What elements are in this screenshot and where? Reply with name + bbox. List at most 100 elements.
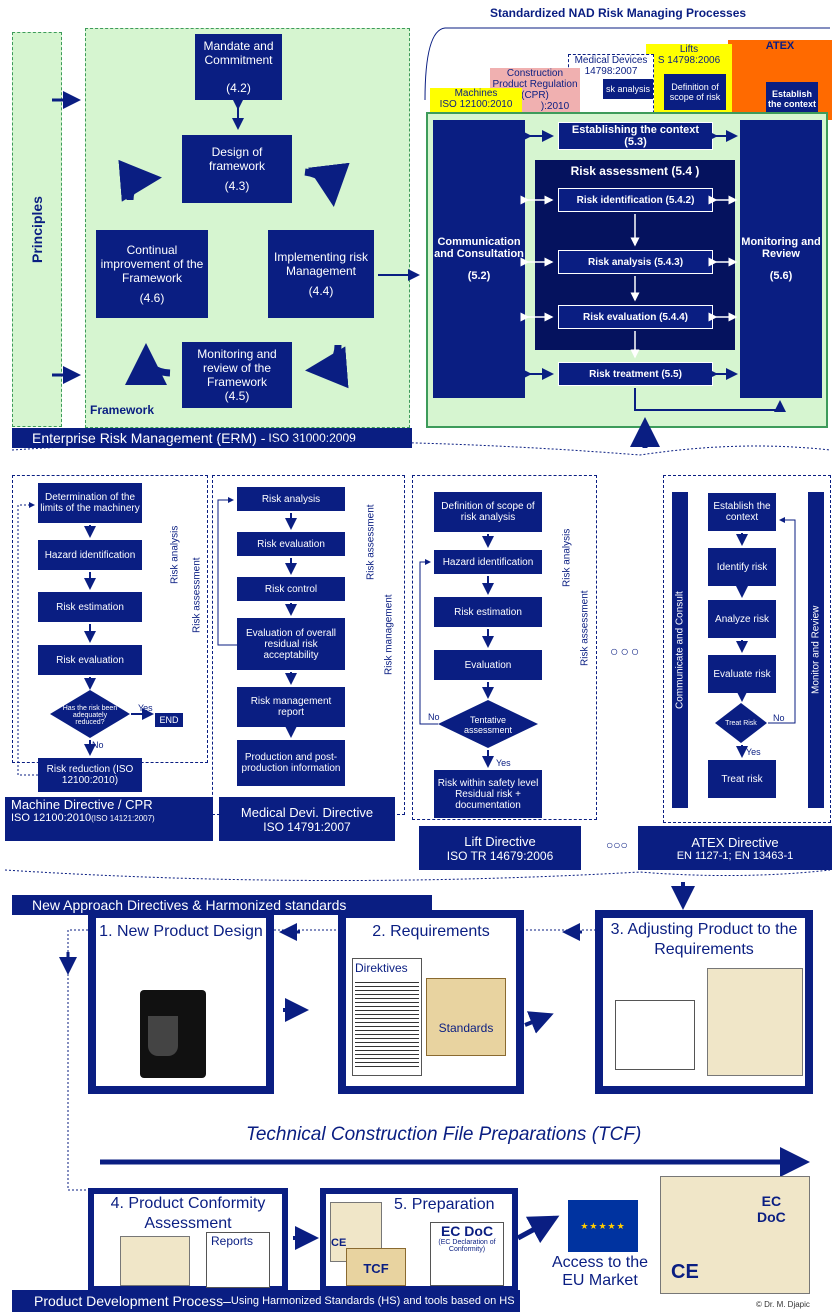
lift-step-scope: Definition of scope of risk analysis	[434, 492, 542, 532]
ec-big-label: EC	[761, 1193, 782, 1209]
tab-atex-title: ATEX	[765, 40, 795, 52]
machine-step-evaluation: Risk evaluation	[38, 645, 142, 675]
atex-no: No	[773, 713, 785, 723]
tab-atex-sub: Establish the context	[766, 82, 818, 116]
medical-step-evaluation: Risk evaluation	[237, 532, 345, 556]
communication-box: Communication and Consultation (5.2)	[433, 120, 525, 398]
machine-no: No	[92, 740, 104, 750]
medical-title: Medical Devi. Directive	[240, 804, 374, 820]
context-label: Establishing the context	[571, 124, 700, 136]
continual-num: (4.6)	[139, 291, 165, 305]
header-brace	[424, 27, 830, 101]
monitoring-framework-label: Monitoring and review of the Framework	[197, 347, 277, 389]
tab-lifts-title: Lifts	[679, 44, 699, 55]
eu-flag-icon: ★★★★★	[568, 1200, 638, 1252]
identification-box: Risk identification (5.4.2)	[558, 188, 713, 212]
design-box: Design of framework (4.3)	[182, 135, 292, 203]
context-num: (5.3)	[624, 136, 647, 148]
step4-card: 4. Product Conformity Assessment Reports	[88, 1188, 288, 1292]
erm-bar: Enterprise Risk Management (ERM) - ISO 3…	[12, 428, 412, 448]
coffee-pot-icon	[148, 1016, 178, 1056]
step2-label: 2. Requirements	[372, 923, 490, 940]
tcf-label: Technical Construction File Preparations…	[246, 1124, 642, 1145]
medical-step-control: Risk control	[237, 577, 345, 601]
framework-arrows	[52, 91, 420, 389]
standards-folder-icon: Standards	[426, 978, 506, 1056]
lift-step-residual: Risk within safety level Residual risk +…	[434, 770, 542, 818]
machine-end: END	[155, 713, 183, 727]
atex-title-bar: ATEX Directive EN 1127-1; EN 13463-1	[638, 826, 832, 870]
monitoring-framework-num: (4.5)	[224, 389, 250, 403]
communication-label: Communication and Consultation	[434, 236, 524, 260]
machine-std-a: ISO 12100:2010	[11, 812, 92, 824]
ce-big-label: CE	[671, 1261, 699, 1283]
communication-num: (5.2)	[467, 270, 491, 282]
step1-label: 1. New Product Design	[99, 923, 263, 940]
tab-cpr-title: Construction Product Regulation (CPR)	[492, 68, 578, 101]
step5-card: 5. Preparation CE TCF EC DoC (EC Declara…	[320, 1188, 518, 1292]
machine-title-bar: Machine Directive / CPR ISO 12100:2010(I…	[5, 797, 213, 841]
context-box: Establishing the context (5.3)	[558, 122, 713, 150]
mandate-num: (4.2)	[226, 81, 251, 95]
atex-panel	[663, 475, 831, 823]
medical-step-production: Production and post-production informati…	[237, 740, 345, 786]
step4-label: 4. Product Conformity Assessment	[110, 1195, 266, 1232]
continual-box: Continual improvement of the Framework (…	[96, 230, 208, 318]
principles-panel: Principles	[12, 32, 62, 427]
tcf-short-label: TCF	[363, 1260, 389, 1276]
monitoring-framework-box: Monitoring and review of the Framework (…	[182, 342, 292, 408]
lift-title: Lift Directive	[464, 833, 536, 849]
implementing-box: Implementing risk Management (4.4)	[268, 230, 374, 318]
machine-step-limits: Determination of the limits of the machi…	[38, 483, 142, 523]
coffee-maker-final-icon: EC DoC CE	[660, 1176, 810, 1294]
machine-std-b: (ISO 14121:2007)	[91, 814, 155, 823]
lift-yes: Yes	[496, 758, 511, 768]
atex-yes: Yes	[746, 747, 761, 757]
coffee-maker-adjusted-icon	[707, 968, 803, 1076]
lift-title-bar: Lift Directive ISO TR 14679:2006	[419, 826, 581, 870]
tab-atex: ATEX Establish the context	[728, 40, 832, 120]
footer-bar: Product Development Process – Using Harm…	[12, 1290, 520, 1312]
tab-machines-title: Machines	[454, 88, 498, 99]
ellipsis-mid: ○○○	[610, 643, 642, 659]
treatment-box: Risk treatment (5.5)	[558, 362, 713, 386]
lift-step-estimation: Risk estimation	[434, 597, 542, 627]
credit: © Dr. M. Djapic	[756, 1300, 810, 1309]
step5-label: 5. Preparation	[394, 1196, 495, 1213]
atex-step-treat: Treat risk	[708, 760, 776, 798]
page-title: Standardized NAD Risk Managing Processes	[490, 6, 747, 20]
step3-label: 3. Adjusting Product to the Requirements	[610, 921, 798, 958]
assessment-label: Risk assessment (5.4 )	[570, 164, 700, 178]
tab-medical-sub: 14798:2007	[584, 66, 638, 77]
continual-label: Continual improvement of the Framework	[100, 243, 204, 285]
ce-small-label: CE	[331, 1237, 347, 1249]
implementing-num: (4.4)	[308, 284, 334, 298]
atex-title: ATEX Directive	[691, 834, 779, 850]
lift-no: No	[428, 712, 440, 722]
directive-arrows	[4, 497, 831, 882]
machine-step-hazard: Hazard identification	[38, 540, 142, 570]
footer-sub: Using Harmonized Standards (HS) and tool…	[230, 1295, 515, 1307]
implementing-label: Implementing risk Management	[273, 250, 369, 278]
process-arrows	[11, 130, 831, 456]
footer-label: Product Development Process	[34, 1293, 224, 1309]
medical-std: ISO 14791:2007	[263, 819, 351, 834]
mandate-label: Mandate and Commitment	[203, 39, 274, 67]
doc-big-label: DoC	[757, 1209, 786, 1225]
tcf-folder-icon: TCF	[346, 1248, 406, 1286]
lift-step-hazard: Hazard identification	[434, 550, 542, 574]
ec-doc-label: EC DoC	[440, 1223, 494, 1239]
evaluation-box: Risk evaluation (5.4.4)	[558, 305, 713, 329]
framework-label: Framework	[90, 403, 155, 417]
step3-card: 3. Adjusting Product to the Requirements	[595, 910, 813, 1094]
step2-card: 2. Requirements Direktives Standards	[338, 910, 524, 1094]
mandate-box: Mandate and Commitment (4.2)	[195, 34, 282, 100]
lift-panel	[412, 475, 597, 820]
tab-medical-body: sk analysis	[603, 79, 653, 99]
medical-step-analysis: Risk analysis	[237, 487, 345, 511]
directives-document-icon: Direktives	[352, 958, 422, 1076]
lift-step-evaluation: Evaluation	[434, 650, 542, 680]
erm-standard: ISO 31000:2009	[268, 431, 356, 445]
atex-step-identify: Identify risk	[708, 548, 776, 586]
